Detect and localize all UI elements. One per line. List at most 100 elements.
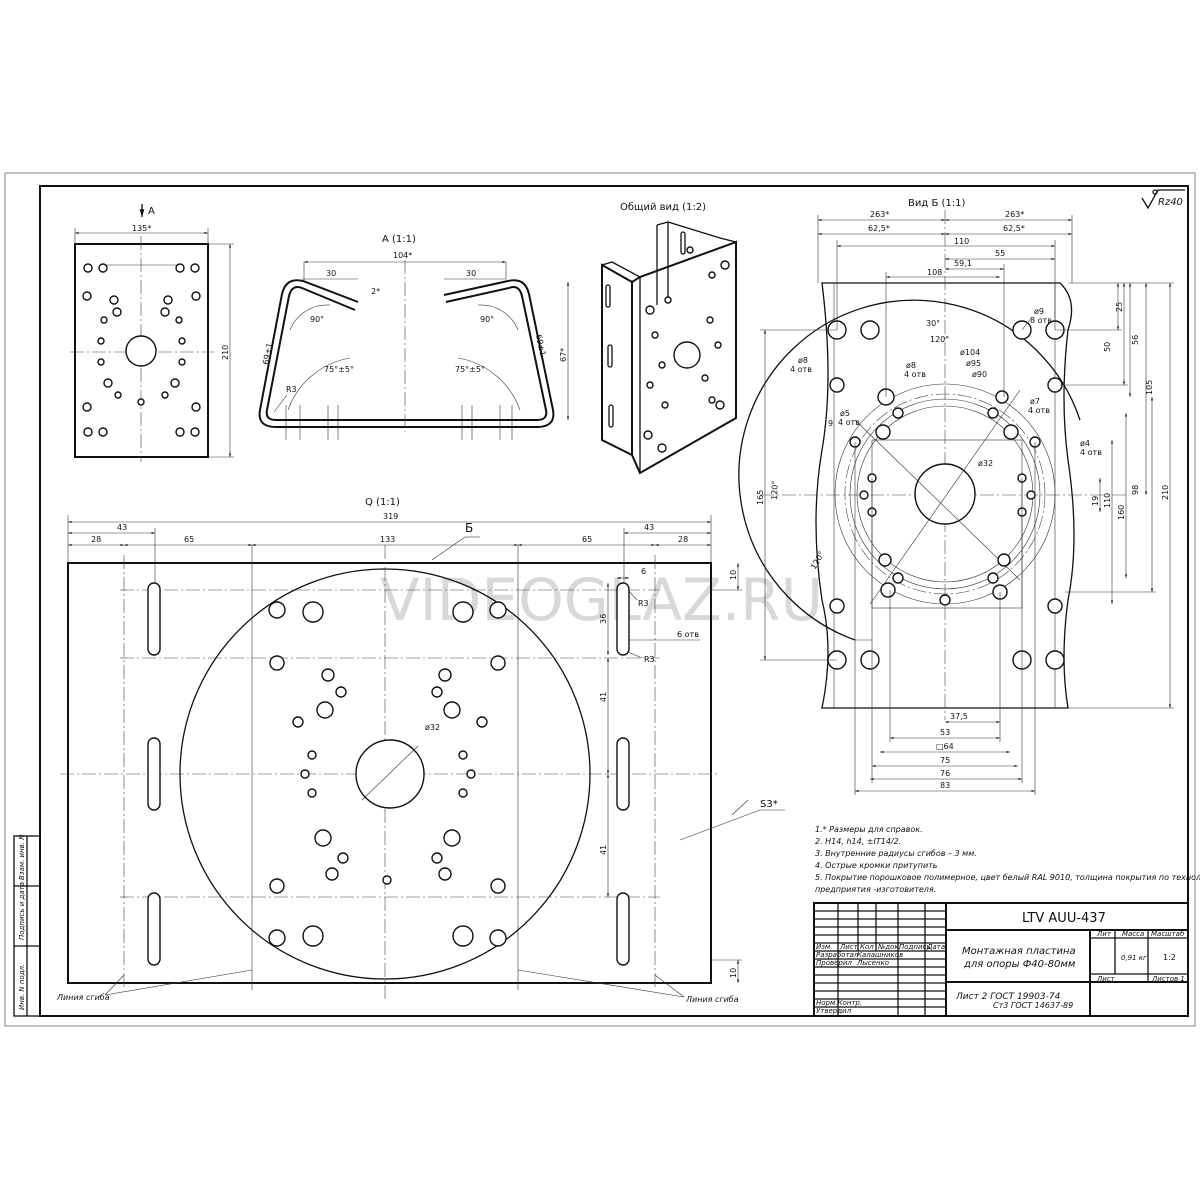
technical-notes: 1.* Размеры для справок. 2. H14, h14, ±I…	[815, 825, 1200, 894]
sheet-outer-frame	[4, 172, 1196, 1027]
general-view-title: Общий вид (1:2)	[620, 202, 706, 213]
tb-designation: LTV AUU-437	[1022, 911, 1106, 926]
elevation-width-dim: 135*	[132, 224, 151, 233]
elevation-holes	[82, 263, 201, 437]
flat-edge-top: 10	[729, 570, 738, 580]
flat-28l-dim: 28	[91, 535, 101, 544]
flat-holes	[268, 601, 507, 947]
flat-pattern-view: Q (1:1) ø32	[56, 497, 785, 1004]
sheet-inner-frame	[39, 185, 1189, 1017]
viewb-dim-108: 108	[927, 268, 942, 277]
viewb-b75: 75	[940, 756, 950, 765]
section-a-view: А (1:1) 104* 30 30 2* 90° 90° 75°±5° 75°…	[258, 234, 570, 440]
viewb-dia32: ø32	[978, 459, 993, 468]
elevation-arrow-label: А	[148, 206, 155, 217]
tb-developed: Разработал	[816, 951, 859, 959]
tb-checked-name: Лысенко	[856, 959, 889, 967]
tb-material-line2: Ст3 ГОСТ 14637-89	[993, 1001, 1073, 1010]
roughness-value: Rz40	[1158, 197, 1183, 208]
viewb-dia104: ø104	[960, 348, 980, 357]
viewb-dim-263-left: 263*	[870, 210, 889, 219]
flat-slot-width: 6	[641, 567, 646, 576]
note-4: 4. Острые кромки притупить	[815, 861, 938, 870]
flat-right43-dim: 43	[644, 523, 654, 532]
viewb-b375: 37,5	[950, 712, 968, 721]
viewb-v56: 56	[1131, 335, 1140, 345]
note-5-cont: предприятия -изготовителя.	[815, 885, 936, 894]
viewb-v110: 110	[1103, 493, 1112, 508]
flat-thickness: S3*	[760, 799, 778, 810]
section-hole-marks	[285, 405, 513, 440]
viewb-dim-55: 55	[995, 249, 1005, 258]
viewb-dia8-inner: ø8	[906, 361, 916, 370]
viewb-dia9: ø9	[1034, 307, 1044, 316]
left-margin-strip: Взам. инв. N Подпись и дата Инв. N подл.	[13, 834, 41, 1017]
tb-material-line1: Лист 2 ГОСТ 19903-74	[955, 992, 1061, 1002]
flat-65r-dim: 65	[582, 535, 592, 544]
flat-bore-dim: ø32	[425, 723, 440, 732]
viewb-dim-591: 59,1	[954, 259, 972, 268]
elevation-height-dim: 210	[221, 345, 230, 360]
viewb-dim-110: 110	[954, 237, 969, 246]
viewb-dia5-offset: 9	[828, 419, 833, 428]
margin-label-sign: Подпись и дата	[18, 882, 26, 940]
tb-scale-value: 1:2	[1163, 953, 1176, 962]
flat-pitch-lower: 41	[599, 845, 608, 855]
section-flange-right-dim: 30	[466, 269, 476, 278]
flat-edge-bottom: 10	[729, 968, 738, 978]
viewb-dia9-count: 8 отв	[1030, 316, 1052, 325]
viewb-v19: 19	[1091, 496, 1100, 506]
note-2: 2. H14, h14, ±IT14/2.	[815, 837, 901, 846]
flat-view-title: Q (1:1)	[365, 497, 400, 508]
view-b-title: Вид Б (1:1)	[908, 198, 965, 209]
viewb-angle-30: 30°	[926, 319, 940, 328]
viewb-dia90: ø90	[972, 370, 987, 379]
viewb-dia95: ø95	[966, 359, 981, 368]
viewb-b64: □64	[936, 742, 954, 751]
viewb-dia8-left: ø8	[798, 356, 808, 365]
section-flange-left-dim: 30	[326, 269, 336, 278]
note-1: 1.* Размеры для справок.	[815, 825, 923, 834]
section-bend-angle-left: 75°±5°	[324, 365, 354, 374]
tb-developed-name: Калашников	[857, 951, 903, 959]
tb-checked: Проверил	[816, 959, 852, 967]
viewb-dia7: ø7	[1030, 397, 1040, 406]
viewb-v25: 25	[1115, 302, 1124, 312]
tb-name-line2: для опоры Ф40-80мм	[963, 959, 1076, 970]
viewb-v98: 98	[1131, 485, 1140, 495]
section-side-left-dim: 69±1	[261, 342, 274, 365]
flat-slots	[147, 582, 630, 966]
viewb-dia4-count: 4 отв	[1080, 448, 1102, 457]
viewb-dia5-count: 4 отв	[838, 418, 860, 427]
flat-slot-length: 36	[599, 614, 608, 624]
viewb-v105: 105	[1145, 380, 1154, 395]
view-b: Вид Б (1:1)	[738, 198, 1174, 795]
general-view: Общий вид (1:2)	[601, 202, 737, 475]
section-a-title: А (1:1)	[382, 234, 416, 245]
flat-ref-b: Б	[465, 521, 473, 535]
viewb-dia8-left-count: 4 отв	[790, 365, 812, 374]
tb-col-ndok: №док.	[877, 943, 901, 951]
tb-name-line1: Монтажная пластина	[962, 946, 1076, 957]
section-thickness-dim: 2*	[371, 287, 380, 296]
viewb-dia5: ø5	[840, 409, 850, 418]
tb-sheets: Листов 1	[1151, 975, 1185, 983]
flat-slot-radius-top: R3	[638, 599, 649, 608]
viewb-dim-263-right: 263*	[1005, 210, 1024, 219]
viewb-angle-120-top: 120°	[930, 335, 949, 344]
flat-133-dim: 133	[380, 535, 395, 544]
title-block: Изм. Лист Кол №док. Подпись Дата Разрабо…	[813, 902, 1189, 1017]
flat-65l-dim: 65	[184, 535, 194, 544]
viewb-v165: 165	[756, 490, 765, 505]
tb-mass-value: 0,91 кг	[1121, 954, 1147, 962]
viewb-b53: 53	[940, 728, 950, 737]
elevation-view: А 135* 210	[70, 204, 234, 462]
tb-col-izm: Изм.	[816, 943, 832, 951]
margin-label-replace: Взам. инв. N	[18, 834, 26, 880]
viewb-angle-120-left: 120°	[770, 480, 780, 500]
section-angle-left: 90°	[310, 315, 324, 324]
viewb-dim-625-right: 62,5*	[1003, 224, 1025, 233]
viewb-dia8-inner-count: 4 отв	[904, 370, 926, 379]
tb-col-list: Лист	[839, 943, 859, 951]
